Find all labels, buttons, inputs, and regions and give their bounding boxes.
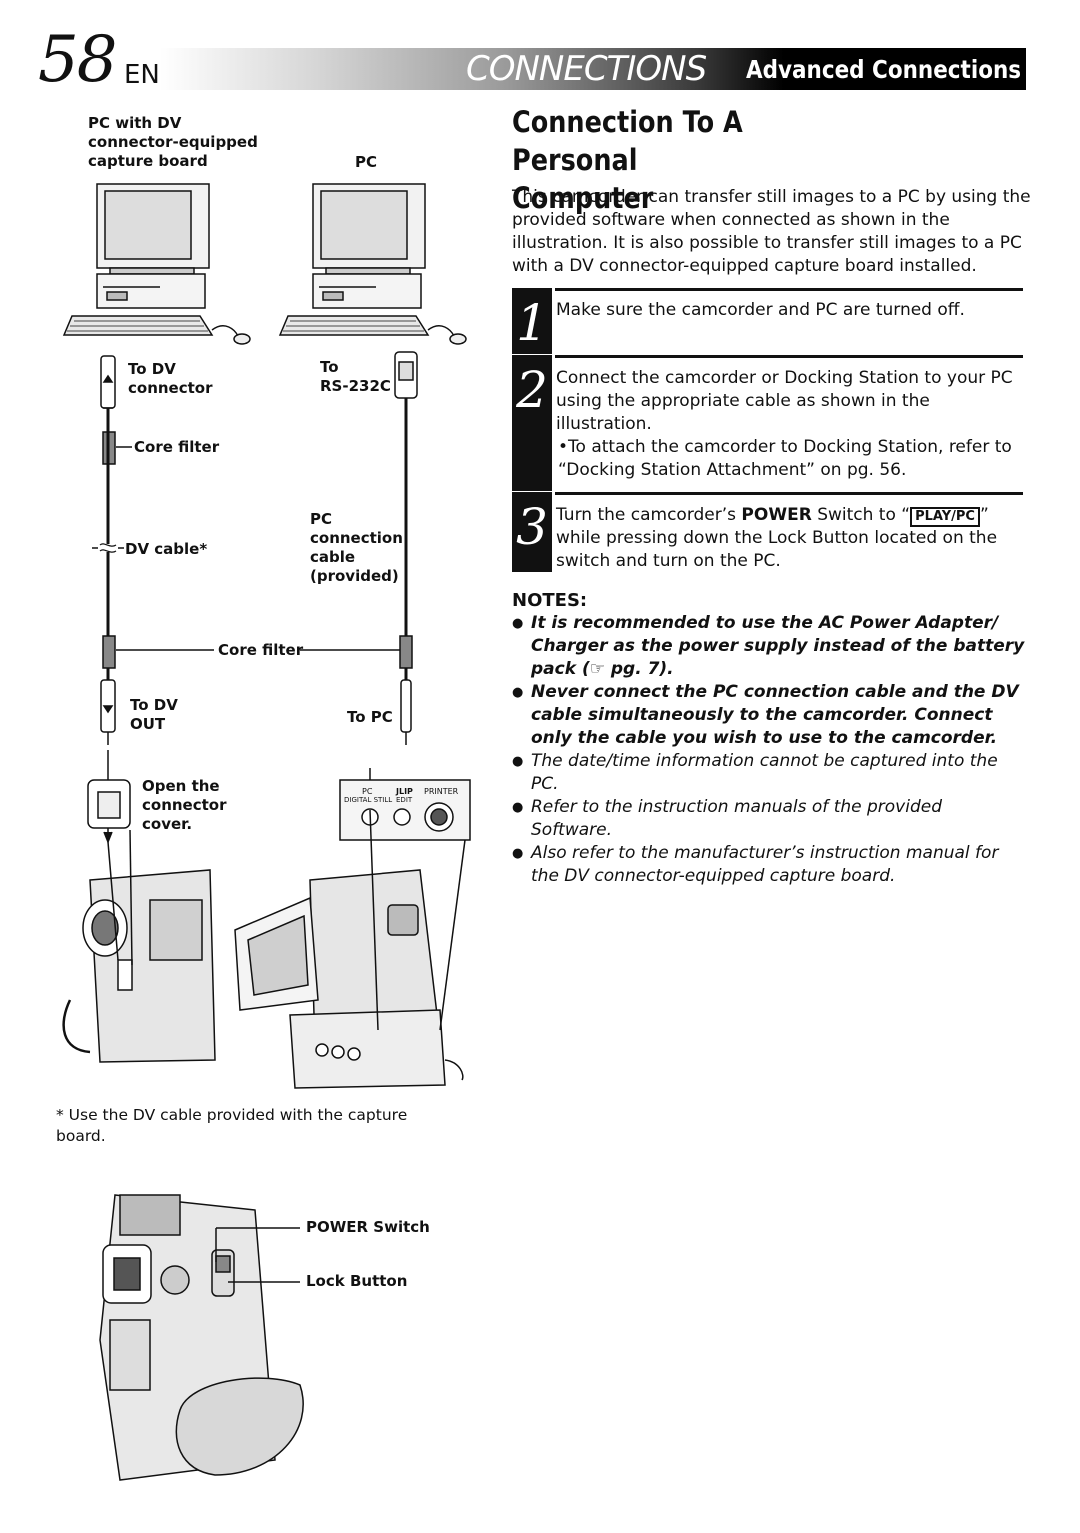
pc-connection-cable-label: PC connection cable (provided) — [310, 510, 403, 586]
to-dv-out-line2: OUT — [130, 715, 166, 733]
step-3-pre: Turn the camcorder’s — [556, 505, 742, 525]
pc-computer-illustration — [278, 183, 467, 345]
docking-station-illustration — [234, 809, 466, 1089]
open-connector-cover-label: Open the connector cover. — [142, 777, 227, 834]
pc-dv-label: PC with DV connector-equipped capture bo… — [88, 114, 258, 171]
pc-cable-line3: cable — [310, 548, 356, 566]
open-cover-line1: Open the — [142, 777, 220, 795]
note-item: Refer to the instruction manuals of the … — [512, 796, 1027, 842]
note-item: It is recommended to use the AC Power Ad… — [512, 612, 1027, 681]
jack-edit-label: EDIT — [396, 796, 413, 804]
step-2-sub: •To attach the camcorder to Docking Stat… — [558, 437, 1012, 480]
note-item: Also refer to the manufacturer’s instruc… — [512, 842, 1027, 888]
pc-dv-computer-illustration — [62, 183, 251, 345]
connection-diagram — [62, 183, 471, 1481]
step-3-text: Turn the camcorder’s POWER Switch to “PL… — [556, 504, 1026, 573]
step-2-text: Connect the camcorder or Docking Station… — [556, 367, 1026, 482]
footnote: * Use the DV cable provided with the cap… — [56, 1106, 408, 1145]
page-number: 58 — [38, 23, 117, 97]
page-title-line2: Computer — [512, 181, 654, 215]
page-title-line1: Connection To A Personal — [512, 105, 743, 177]
step-3-number: 3 — [512, 492, 552, 572]
pc-dv-label-line2: connector-equipped — [88, 133, 258, 151]
pc-label: PC — [355, 153, 378, 171]
step-3-rule — [555, 492, 1023, 495]
to-dv-out-label: To DV OUT — [130, 696, 178, 734]
subsection-title: Advanced Connections — [746, 55, 1022, 84]
pc-dv-label-line1: PC with DV — [88, 114, 182, 132]
open-cover-line2: connector — [142, 796, 227, 814]
open-cover-line3: cover. — [142, 815, 193, 833]
power-switch-label: POWER Switch — [306, 1218, 430, 1236]
play-pc-key: PLAY/PC — [910, 507, 980, 527]
to-pc-label: To PC — [347, 708, 393, 726]
dv-cable-illustration — [100, 355, 116, 745]
to-rs232c-label: To RS-232C — [320, 358, 391, 396]
pc-cable-illustration — [394, 351, 418, 745]
step-1-text: Make sure the camcorder and PC are turne… — [556, 300, 965, 320]
pc-cable-line4: (provided) — [310, 567, 399, 585]
jack-printer-label: PRINTER — [424, 787, 459, 796]
to-dv-connector-label: To DV connector — [128, 360, 213, 398]
step-1-number: 1 — [512, 288, 552, 354]
to-rs232c-line1: To — [320, 358, 339, 376]
dv-cable-label: DV cable* — [125, 540, 208, 558]
camcorder-illustration — [62, 829, 216, 1063]
language-code: EN — [124, 60, 160, 90]
camcorder-power-switch-illustration — [99, 1194, 304, 1481]
section-title: CONNECTIONS — [466, 49, 707, 89]
step-1-rule — [555, 288, 1023, 291]
step-2-main: Connect the camcorder or Docking Station… — [556, 368, 1013, 434]
note-item: The date/time information cannot be capt… — [512, 750, 1027, 796]
jack-pc-label: PC — [362, 787, 373, 796]
core-filter-bottom-label: Core filter — [218, 641, 304, 659]
notes-heading: NOTES: — [512, 590, 588, 611]
step-3-mid: Switch to “ — [811, 505, 911, 525]
to-dv-connector-line2: connector — [128, 379, 213, 397]
header-bar — [160, 48, 1026, 90]
step-3-power: POWER — [741, 505, 812, 525]
step-2-rule — [555, 355, 1023, 358]
step-3-post: ” while pressing down the Lock Button lo… — [556, 505, 998, 571]
to-rs232c-line2: RS-232C — [320, 377, 391, 395]
jack-digital-still-label: DIGITAL STILL — [344, 796, 393, 804]
pc-cable-line1: PC — [310, 510, 333, 528]
jack-jlip-label: JLIP — [396, 787, 413, 796]
intro-paragraph: This camcorder can transfer still images… — [512, 187, 1031, 276]
pc-cable-line2: connection — [310, 529, 403, 547]
pc-dv-label-line3: capture board — [88, 152, 208, 170]
note-item: Never connect the PC connection cable an… — [512, 681, 1027, 750]
to-dv-out-line1: To DV — [130, 696, 178, 714]
lock-button-label: Lock Button — [306, 1272, 408, 1290]
notes-list: It is recommended to use the AC Power Ad… — [512, 612, 1027, 888]
to-dv-connector-line1: To DV — [128, 360, 176, 378]
step-2-number: 2 — [512, 355, 552, 491]
page-title: Connection To A Personal Computer — [512, 103, 864, 217]
core-filter-top-label: Core filter — [134, 438, 220, 456]
